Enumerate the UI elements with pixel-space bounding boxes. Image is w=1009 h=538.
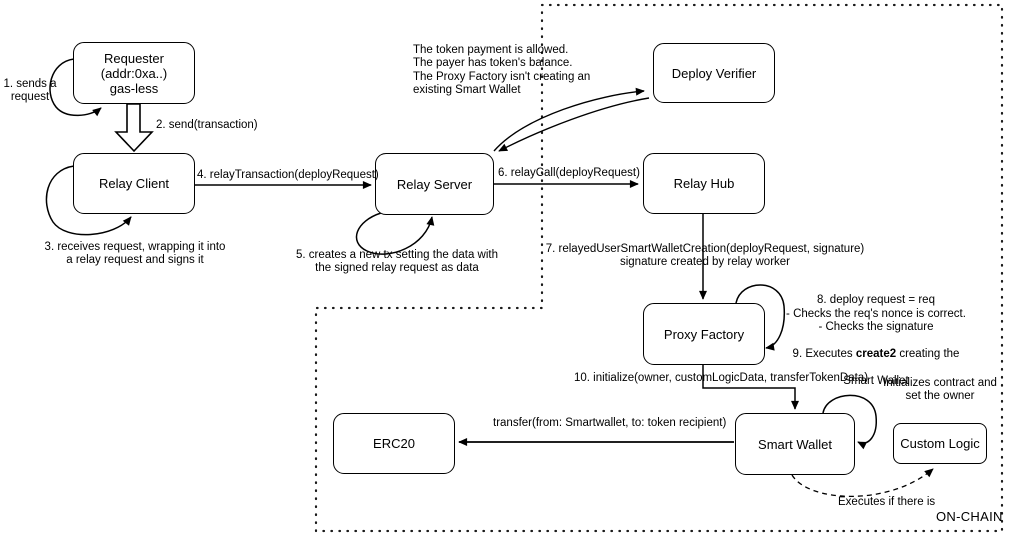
label-on-chain: ON-CHAIN — [936, 509, 1003, 524]
label-step9-bold: create2 — [855, 348, 897, 361]
label-step9-line: 9. Executes create2 creating the — [776, 348, 976, 361]
node-custom-logic: Custom Logic — [893, 423, 987, 464]
arrow-step5-loop — [355, 212, 435, 255]
node-relay-hub: Relay Hub — [643, 153, 765, 214]
node-deploy-verifier: Deploy Verifier — [653, 43, 775, 103]
node-requester: Requester (addr:0xa..) gas-less — [73, 42, 195, 104]
on-chain-boundary — [314, 3, 1004, 533]
label-step9-line2: Smart Wallet — [843, 374, 909, 387]
label-executes-note: Executes if there is — [838, 496, 936, 508]
node-smart-wallet: Smart Wallet — [735, 413, 855, 475]
node-erc20: ERC20 — [333, 413, 455, 474]
label-step2: 2. send(transaction) — [156, 119, 258, 131]
label-step8-9: 8. deploy request = req - Checks the req… — [776, 281, 976, 402]
arrow-step3-loop — [45, 165, 132, 236]
node-relay-server: Relay Server — [375, 153, 494, 215]
arrow-executes-dashed — [791, 468, 934, 498]
label-transfer: transfer(from: Smartwallet, to: token re… — [493, 417, 727, 429]
label-step10: 10. initialize(owner, customLogicData, t… — [574, 372, 869, 384]
label-step9-prefix: 9. Executes — [792, 348, 856, 361]
arrow-to-deploy-verifier — [493, 87, 645, 152]
label-verifier-note: The token payment is allowed. The payer … — [413, 44, 591, 97]
label-step6: 6. relayCall(deployRequest) — [498, 167, 640, 179]
arrow-step1-loop — [49, 58, 102, 117]
label-step3: 3. receives request, wrapping it into a … — [44, 241, 226, 267]
node-relay-client: Relay Client — [73, 153, 195, 214]
label-step8-lines: 8. deploy request = req - Checks the req… — [786, 294, 966, 334]
arrow-step2-hollow — [114, 103, 154, 153]
label-step7: 7. relayedUserSmartWalletCreation(deploy… — [545, 243, 865, 269]
label-initializes-note: Initializes contract and set the owner — [883, 377, 997, 403]
label-step5: 5. creates a new tx setting the data wit… — [295, 249, 498, 275]
arrow-step10 — [702, 365, 799, 410]
label-step4: 4. relayTransaction(deployRequest) — [197, 169, 379, 181]
node-proxy-factory: Proxy Factory — [643, 303, 765, 365]
arrow-step8-loop — [735, 284, 786, 351]
arrow-from-deploy-verifier — [498, 97, 650, 152]
label-step9-suffix: creating the — [896, 348, 960, 361]
arrow-initialize-loop — [822, 394, 877, 450]
label-step1: 1. sends a request — [3, 78, 57, 104]
